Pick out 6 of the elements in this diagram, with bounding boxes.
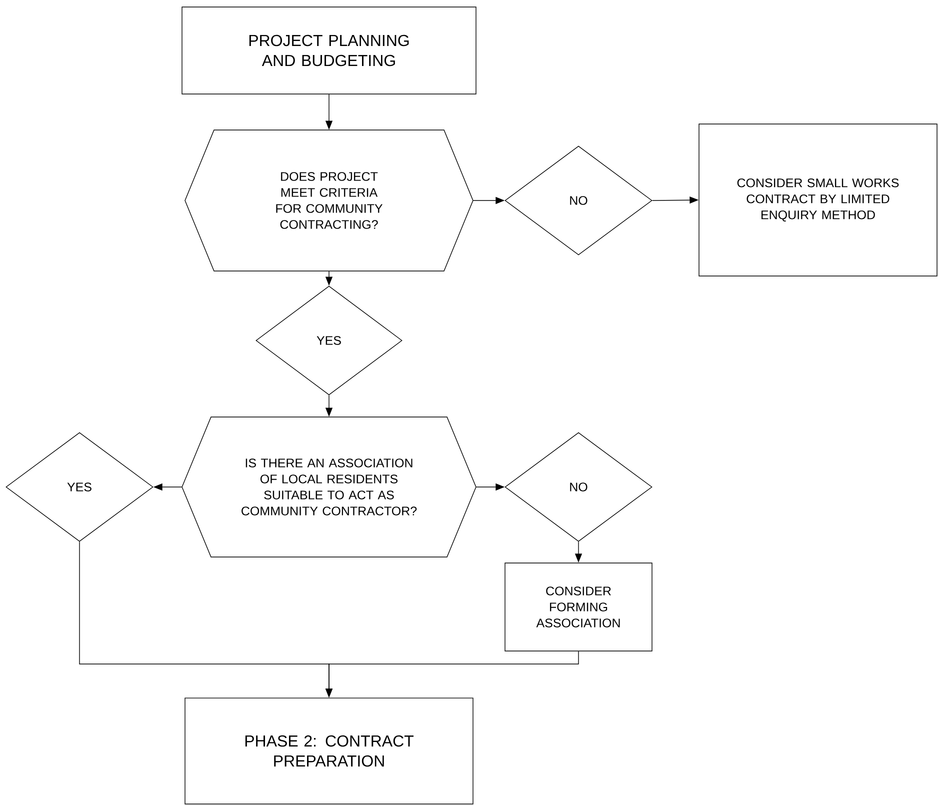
process-box: PHASE 2: CONTRACT PREPARATION [184,698,474,804]
process-box: CONSIDER SMALL WORKS CONTRACT BY LIMITED ENQUIRY METHOD [698,124,938,276]
process-box: PROJECT PLANNING AND BUDGETING [182,6,476,94]
decision-hexagon: IS THERE AN ASSOCIATION OF LOCAL RESIDENTS SUITABLE TO ACT AS COMMUNITY CONTRACTOR? [182,416,476,558]
process-box: CONSIDER FORMING ASSOCIATION [504,562,652,652]
decision-hexagon: DOES PROJECT MEET CRITERIA FOR COMMUNITY CONTRACTING? [184,130,474,272]
